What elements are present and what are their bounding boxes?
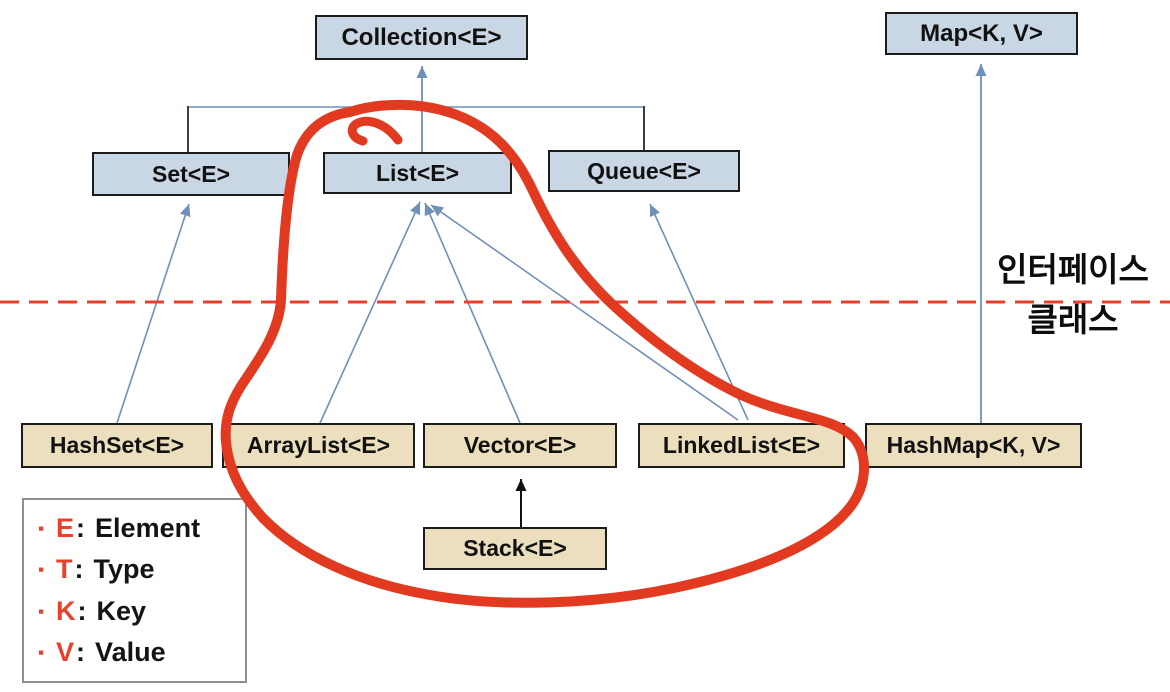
bullet-icon: ▪	[38, 560, 45, 580]
legend-key: T	[56, 554, 73, 585]
legend-separator: :	[76, 636, 86, 667]
class-box-stack: Stack<E>	[423, 527, 607, 570]
legend-key: K	[56, 595, 76, 626]
interface-box-set: Set<E>	[92, 152, 290, 196]
arraylist-label: ArrayList<E>	[246, 432, 391, 458]
map-label: Map<K, V>	[920, 19, 1043, 47]
legend-key: E	[56, 513, 75, 544]
linkedlist-label: LinkedList<E>	[662, 432, 821, 458]
interface-box-collection: Collection<E>	[315, 15, 528, 60]
vector-label: Vector<E>	[463, 432, 577, 458]
bullet-icon: ▪	[38, 519, 45, 539]
legend-desc: Key	[96, 595, 147, 626]
class-box-hashset: HashSet<E>	[21, 423, 213, 468]
set-label: Set<E>	[152, 160, 230, 187]
stack-label: Stack<E>	[463, 535, 567, 561]
interface-box-map: Map<K, V>	[885, 12, 1078, 55]
legend-box: ▪ E : Element ▪ T : Type ▪ K : Key ▪ V :…	[22, 498, 247, 683]
legend-item-type: ▪ T : Type	[38, 554, 245, 585]
region-label-class: 클래스	[1027, 301, 1119, 339]
region-label-interface: 인터페이스	[997, 251, 1149, 288]
legend-item-element: ▪ E : Element	[38, 513, 245, 544]
class-box-linkedlist: LinkedList<E>	[638, 423, 845, 468]
arrow-arraylist-to-list	[319, 201, 421, 424]
legend-item-key: ▪ K : Key	[38, 596, 245, 627]
class-box-hashmap: HashMap<K, V>	[865, 423, 1082, 468]
legend-desc: Type	[93, 554, 155, 585]
bullet-icon: ▪	[38, 601, 45, 621]
bullet-icon: ▪	[38, 642, 45, 662]
class-box-arraylist: ArrayList<E>	[222, 423, 415, 468]
queue-label: Queue<E>	[587, 157, 701, 184]
legend-separator: :	[76, 513, 86, 544]
legend-desc: Element	[95, 513, 201, 544]
red-circle-pen-hook	[347, 116, 403, 146]
arrow-linkedlist-to-list	[430, 204, 739, 421]
list-label: List<E>	[375, 159, 460, 186]
legend-separator: :	[74, 554, 84, 585]
hashmap-label: HashMap<K, V>	[886, 432, 1061, 458]
arrow-hashset-to-set	[116, 203, 191, 424]
class-box-vector: Vector<E>	[423, 423, 617, 468]
legend-item-value: ▪ V : Value	[38, 637, 245, 668]
collection-label: Collection<E>	[341, 23, 502, 51]
interface-box-list: List<E>	[323, 152, 512, 194]
legend-separator: :	[77, 595, 87, 626]
legend-desc: Value	[95, 636, 166, 667]
arrow-linkedlist-to-queue	[649, 203, 749, 421]
region-labels: 인터페이스 클래스	[980, 251, 1166, 339]
interface-box-queue: Queue<E>	[548, 150, 740, 192]
arrow-vector-to-list	[424, 202, 521, 424]
hashset-label: HashSet<E>	[49, 432, 185, 458]
legend-key: V	[56, 636, 75, 667]
